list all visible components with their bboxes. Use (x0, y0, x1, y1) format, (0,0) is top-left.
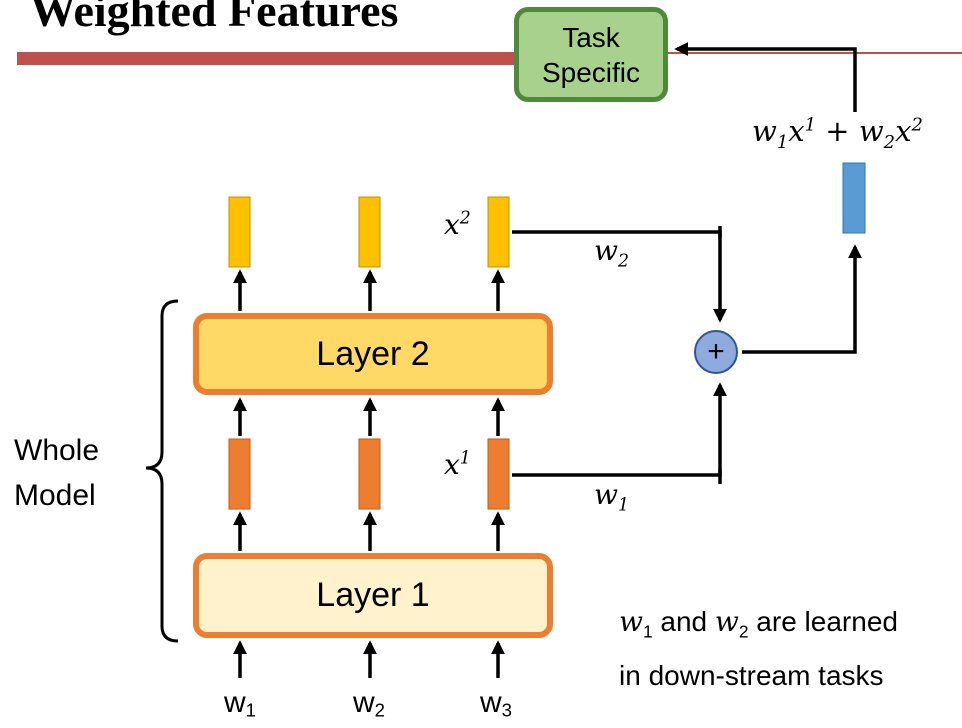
x1-label: x1 (444, 448, 471, 481)
whole-model-label: Whole Model (14, 428, 99, 518)
x2-label: x2 (444, 208, 471, 241)
sum-output-path (742, 244, 862, 354)
input-token-3: w3 (480, 686, 513, 721)
w2-label: w2 (594, 234, 630, 272)
slide-title: Weighted Features (30, 0, 399, 36)
whole-model-line2: Model (14, 479, 96, 512)
upper-feature-1 (228, 196, 251, 268)
layer-2-label: Layer 2 (316, 334, 430, 373)
note-line1: w1 and w2 are learned (619, 605, 898, 642)
title-underline (17, 52, 517, 65)
weighted-sum-formula: w1x1 + w2x2 (752, 114, 923, 153)
lower-feature-3 (487, 438, 510, 510)
layer-1-box: Layer 1 (193, 553, 553, 638)
input-token-1: w1 (224, 686, 257, 721)
x1-weight-path (512, 382, 727, 477)
input-token-2: w2 (353, 686, 386, 721)
whole-model-line1: Whole (14, 434, 100, 467)
layer-1-label: Layer 1 (316, 576, 430, 614)
plus-icon: + (707, 335, 725, 368)
note-line2: in down-stream tasks (619, 659, 884, 691)
task-box-line1: Task (562, 21, 620, 53)
task-specific-box: Task Specific (514, 7, 668, 102)
combined-feature (842, 162, 866, 234)
lower-feature-2 (358, 438, 381, 510)
whole-model-brace (145, 299, 179, 643)
layer-2-box: Layer 2 (193, 313, 553, 395)
lower-feature-1 (228, 438, 251, 510)
upper-feature-2 (358, 196, 381, 268)
task-box-line2: Specific (541, 56, 641, 88)
sum-node: + (694, 330, 738, 374)
task-input-path (674, 42, 857, 112)
learned-weights-note: w1 and w2 are learned in down-stream tas… (619, 600, 898, 697)
title-underline-thin (665, 52, 962, 54)
w1-label: w1 (594, 478, 630, 516)
upper-feature-3 (487, 196, 510, 268)
